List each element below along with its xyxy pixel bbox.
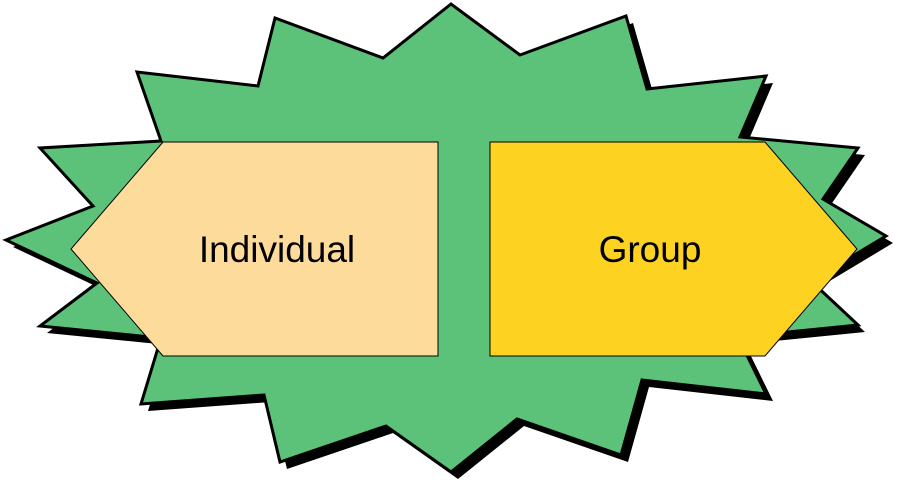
individual-arrow — [70, 141, 439, 357]
group-arrow — [489, 141, 858, 357]
individual-label: Individual — [199, 229, 355, 270]
group-label: Group — [599, 229, 702, 270]
